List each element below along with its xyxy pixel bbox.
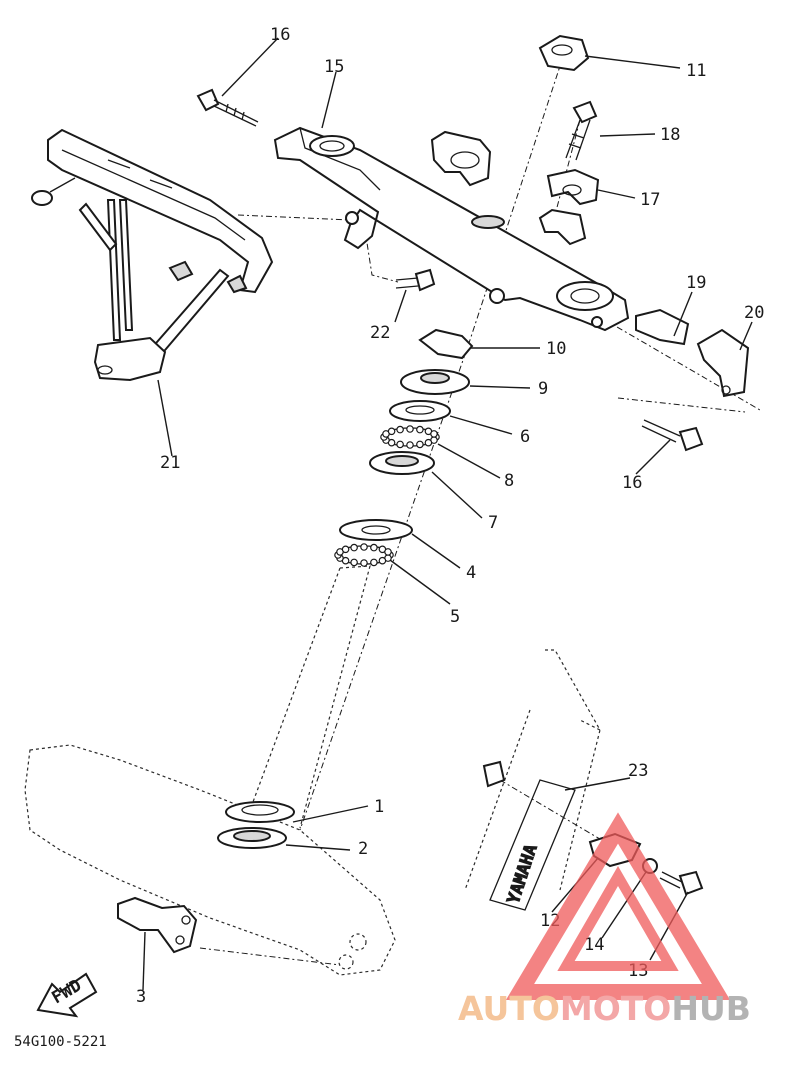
lower-bracket <box>24 565 396 976</box>
callout-15: 15 <box>324 57 344 77</box>
bearing-ball <box>424 438 433 447</box>
callout-1: 1 <box>374 797 384 817</box>
callout-17: 17 <box>640 190 660 210</box>
diagram-code: 54G100-5221 <box>14 1034 107 1050</box>
watermark-logo: AUTOMOTOHUB <box>458 812 751 1028</box>
callout-2: 2 <box>358 839 368 859</box>
bearing-ball <box>360 559 368 567</box>
bearing-ball <box>350 558 358 567</box>
bearing-ball <box>416 440 424 449</box>
bearing-ball <box>416 425 424 434</box>
callout-10: 10 <box>546 339 566 359</box>
callout-20: 20 <box>744 303 764 323</box>
upper-bracket <box>273 126 630 332</box>
callout-14: 14 <box>584 935 604 955</box>
bearing-ball <box>406 425 414 433</box>
watermark-triangle-inner <box>557 866 679 971</box>
bearing-ball <box>430 430 438 438</box>
callout-4: 4 <box>466 563 476 583</box>
watermark-text-hub: HUB <box>671 989 751 1028</box>
bearing-ball <box>370 558 378 567</box>
bearing-ball <box>387 427 396 436</box>
callout-9: 9 <box>538 379 548 399</box>
centerlines <box>199 59 761 966</box>
callout-18: 18 <box>660 125 680 145</box>
bearing-ball <box>360 543 368 551</box>
bearing-ball <box>370 543 378 552</box>
bearing-ball <box>406 441 414 449</box>
callout-6: 6 <box>520 427 530 447</box>
bearing-ball <box>350 543 358 552</box>
bearing-ball <box>396 440 404 449</box>
bearing-ball <box>396 425 404 434</box>
callout-11: 11 <box>686 61 706 81</box>
bearing-ball <box>341 545 350 554</box>
forward-arrow: FWD <box>36 972 98 1018</box>
callout-23: 23 <box>628 761 648 781</box>
ball-bearing-8 <box>380 425 440 449</box>
svg-text:AUTOMOTOHUB: AUTOMOTOHUB <box>458 989 751 1028</box>
callout-16-right: 16 <box>622 473 642 493</box>
watermark-text-moto: MOTO <box>560 989 671 1028</box>
callout-19: 19 <box>686 273 706 293</box>
hardware <box>196 34 750 452</box>
meter-bracket <box>31 128 274 382</box>
callout-7: 7 <box>488 513 498 533</box>
bearing-ball <box>378 556 387 565</box>
bearing-ball <box>384 548 392 556</box>
callout-21: 21 <box>160 453 180 473</box>
ball-bearing-5 <box>334 543 394 567</box>
bearing-stack <box>335 369 470 565</box>
callout-8: 8 <box>504 471 514 491</box>
callout-5: 5 <box>450 607 460 627</box>
callout-22: 22 <box>370 323 390 343</box>
watermark-text-auto: AUTO <box>458 989 560 1028</box>
fork-brand-text: YAMAHA <box>504 842 542 907</box>
callout-3: 3 <box>136 987 146 1007</box>
watermark-triangle <box>505 812 731 1000</box>
callout-16-top: 16 <box>270 25 290 45</box>
